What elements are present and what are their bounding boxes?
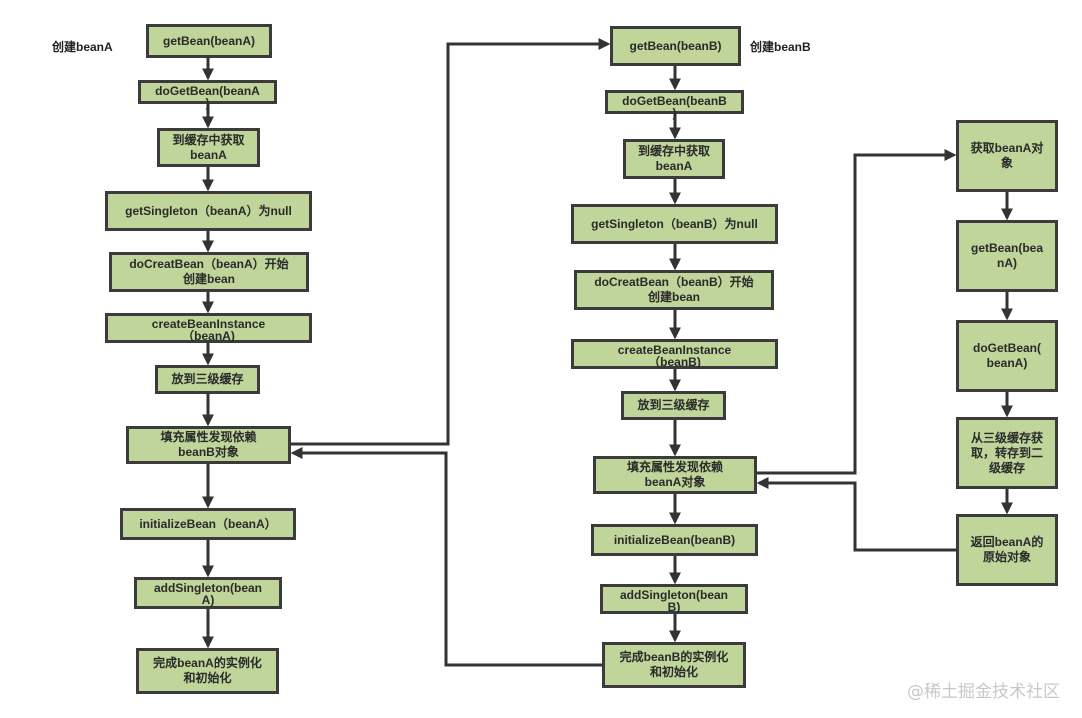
arrow-a-to-b [291, 38, 611, 446]
node-a-complete: 完成beanA的实例化 和初始化 [136, 648, 279, 694]
node-a-dogetbean: doGetBean(beanA ) [138, 80, 277, 109]
node-a-third-cache: 放到三级缓存 [155, 365, 260, 394]
node-b-cache-lookup: 到缓存中获取 beanA [623, 139, 725, 179]
node-a-cache-lookup: 到缓存中获取 beanA [157, 128, 260, 167]
node-b-getbean: getBean(beanB) [610, 26, 741, 66]
create-beanB-label: 创建beanB [750, 40, 811, 54]
node-b-third-cache: 放到三级缓存 [621, 391, 726, 420]
node-a-initializebean: initializeBean（beanA） [120, 508, 296, 540]
node-c-return-raw-beanA: 返回beanA的 原始对象 [956, 514, 1058, 586]
arrow-c-return-to-b [756, 477, 956, 552]
node-a-populate: 填充属性发现依赖 beanB对象 [126, 426, 291, 464]
watermark: @稀土掘金技术社区 [907, 682, 1060, 702]
node-b-getsingleton: getSingleton（beanB）为null [571, 204, 778, 244]
node-a-createinstance: createBeanInstance （beanA) [105, 313, 312, 343]
node-b-initializebean: initializeBean(beanB) [591, 524, 758, 556]
node-a-getbean: getBean(beanA) [146, 24, 272, 58]
node-b-dogetbean: doGetBean(beanB ) [605, 90, 744, 119]
arrow-b-to-c [757, 149, 957, 475]
node-a-getsingleton: getSingleton（beanA）为null [105, 191, 312, 231]
node-c-dogetbean: doGetBean( beanA) [956, 320, 1058, 392]
node-b-createinstance: createBeanInstance （beanB) [571, 339, 778, 369]
node-c-third-to-second-cache: 从三级缓存获 取，转存到二 级缓存 [956, 417, 1058, 489]
node-b-docreatebean: doCreatBean（beanB）开始 创建bean [574, 270, 774, 310]
node-b-addsingleton: addSingleton(bean B) [600, 584, 748, 614]
node-c-get-beanA: 获取beanA对 象 [956, 120, 1058, 192]
node-a-addsingleton: addSingleton(bean A) [134, 577, 282, 609]
create-beanA-label: 创建beanA [52, 40, 113, 54]
arrow-b-return-to-a [290, 447, 602, 667]
node-b-populate: 填充属性发现依赖 beanA对象 [593, 456, 757, 494]
node-a-docreatebean: doCreatBean（beanA）开始 创建bean [109, 252, 309, 292]
node-b-complete: 完成beanB的实例化 和初始化 [602, 642, 746, 688]
node-c-getbean: getBean(bea nA) [956, 220, 1058, 292]
